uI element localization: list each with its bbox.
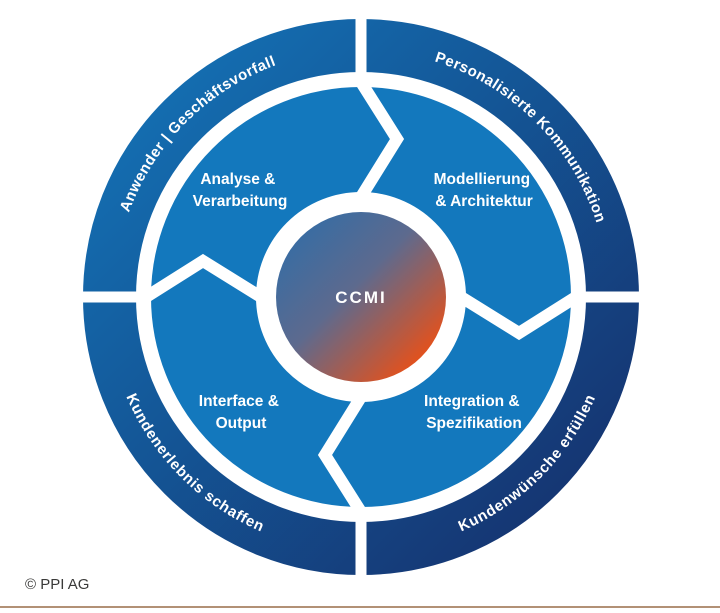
bottom-divider <box>0 606 720 608</box>
chevron-divider-left <box>142 253 265 303</box>
quadrant-label-modellierung-architektur: Modellierung & Architektur <box>434 171 535 210</box>
center-label-ccmi: CCMI <box>335 288 386 307</box>
chevron-divider-top <box>355 78 405 201</box>
quadrant-label-analyse-verarbeitung: Analyse & Verarbeitung <box>193 171 288 210</box>
center-circle <box>276 212 446 382</box>
quadrant-label-line: Modellierung <box>434 171 530 188</box>
chevron-divider-right <box>457 291 580 341</box>
quadrant-label-line: Spezifikation <box>426 415 522 432</box>
quadrant-label-line: Interface & <box>199 393 279 410</box>
inner-ring <box>151 87 571 507</box>
inner-ring-chevron-dividers <box>142 78 580 516</box>
quadrant-label-integration-spezifikation: Integration & Spezifikation <box>424 393 524 432</box>
quadrant-label-interface-output: Interface & Output <box>199 393 283 432</box>
quadrant-label-line: Analyse & <box>200 171 275 188</box>
copyright-text: © PPI AG <box>25 576 89 593</box>
quadrant-label-line: Verarbeitung <box>193 193 288 210</box>
outer-ring-dividers <box>78 14 644 580</box>
quadrant-label-line: Integration & <box>424 393 520 410</box>
quadrant-label-line: & Architektur <box>435 193 533 210</box>
quadrant-label-line: Output <box>216 415 267 432</box>
chevron-divider-bottom <box>317 393 367 516</box>
